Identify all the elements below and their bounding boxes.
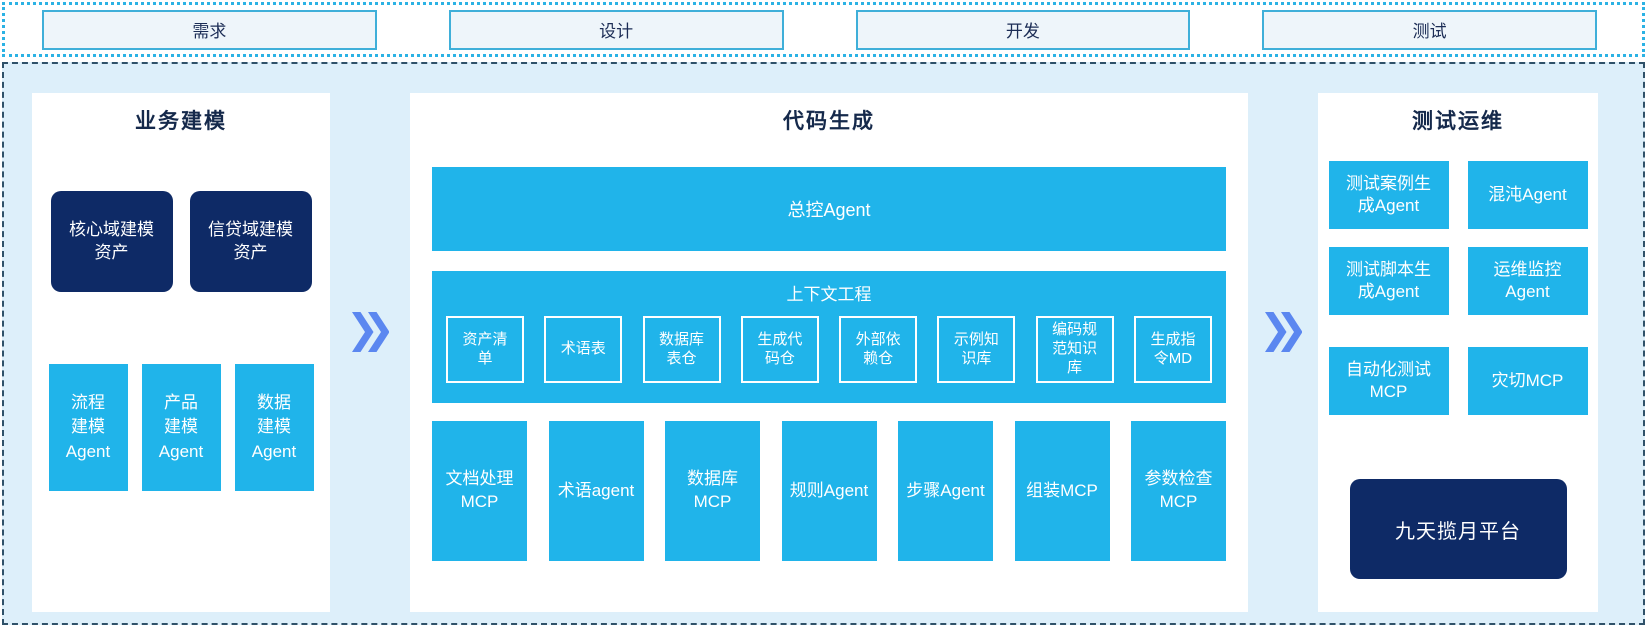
core-domain-modeling-asset-box: 核心域建模 资产 — [50, 191, 173, 292]
modeling-asset-row: 核心域建模 资产 信贷域建模 资产 — [32, 191, 330, 292]
test-script-generation-agent-box: 测试脚本生 成Agent — [1328, 247, 1449, 315]
document-processing-mcp-box: 文档处理 MCP — [432, 421, 527, 561]
ops-monitoring-agent-box: 运维监控 Agent — [1467, 247, 1588, 315]
process-modeling-agent-box: 流程 建模 Agent — [48, 364, 128, 491]
disaster-switch-mcp-box: 灾切MCP — [1467, 347, 1588, 415]
phase-box-testing: 测试 — [1262, 9, 1597, 50]
example-knowledge-base-box: 示例知 识库 — [937, 316, 1016, 383]
modeling-agent-row: 流程 建模 Agent 产品 建模 Agent 数据 建模 Agent — [32, 364, 330, 491]
rule-agent-box: 规则Agent — [781, 421, 877, 561]
panel-title-test-operations: 测试运维 — [1412, 110, 1504, 133]
data-modeling-agent-box: 数据 建模 Agent — [234, 364, 314, 491]
product-modeling-agent-box: 产品 建模 Agent — [141, 364, 221, 491]
generation-instruction-md-box: 生成指 令MD — [1133, 316, 1212, 383]
phase-label: 设计 — [599, 22, 634, 41]
worker-row: 文档处理 MCP 术语agent 数据库 MCP 规则Agent 步骤Agent… — [432, 421, 1226, 561]
glossary-box: 术语表 — [544, 316, 623, 383]
generated-code-repo-box: 生成代 码仓 — [740, 316, 819, 383]
panel-title-business-modeling: 业务建模 — [135, 110, 227, 133]
parameter-check-mcp-box: 参数检查 MCP — [1131, 421, 1226, 561]
phase-strip: 需求 设计 开发 测试 — [2, 2, 1645, 57]
phase-label: 需求 — [192, 22, 227, 41]
flow-gap-1 — [330, 93, 410, 623]
phase-box-requirements: 需求 — [42, 9, 377, 50]
main-container: 业务建模 核心域建模 资产 信贷域建模 资产 流程 建模 Agent 产品 建模… — [2, 62, 1645, 625]
credit-domain-modeling-asset-box: 信贷域建模 资产 — [189, 191, 312, 292]
database-mcp-box: 数据库 MCP — [665, 421, 760, 561]
terminology-agent-box: 术语agent — [548, 421, 644, 561]
testops-row-2: 测试脚本生 成Agent 运维监控 Agent — [1318, 247, 1598, 315]
master-agent-bar: 总控Agent — [432, 167, 1226, 251]
flow-gap-2 — [1248, 93, 1318, 623]
database-table-repo-box: 数据库 表仓 — [642, 316, 721, 383]
panel-title-code-generation: 代码生成 — [783, 110, 875, 133]
double-chevron-right-icon — [351, 311, 390, 353]
context-engineering-title: 上下文工程 — [786, 285, 872, 304]
step-agent-box: 步骤Agent — [898, 421, 993, 561]
phase-label: 开发 — [1005, 22, 1040, 41]
panel-business-modeling: 业务建模 核心域建模 资产 信贷域建模 资产 流程 建模 Agent 产品 建模… — [32, 93, 330, 612]
phase-box-design: 设计 — [448, 9, 784, 50]
automated-testing-mcp-box: 自动化测试 MCP — [1328, 347, 1449, 415]
asset-list-box: 资产清 单 — [446, 316, 524, 383]
chaos-agent-box: 混沌Agent — [1467, 161, 1588, 229]
assembly-mcp-box: 组装MCP — [1014, 421, 1110, 561]
testops-row-1: 测试案例生 成Agent 混沌Agent — [1318, 161, 1598, 229]
phase-box-development: 开发 — [855, 9, 1191, 50]
jiutian-lanyue-platform-box: 九天揽月平台 — [1349, 479, 1567, 579]
coding-standard-knowledge-base-box: 编码规 范知识 库 — [1035, 316, 1114, 383]
external-dependency-repo-box: 外部依 赖仓 — [839, 316, 918, 383]
double-chevron-right-icon — [1264, 311, 1303, 353]
phase-label: 测试 — [1412, 22, 1447, 41]
testops-row-3: 自动化测试 MCP 灾切MCP — [1318, 347, 1598, 415]
context-engineering-bar: 上下文工程 资产清 单 术语表 数据库 表仓 生成代 码仓 外部依 赖仓 示例知… — [432, 271, 1226, 403]
panel-code-generation: 代码生成 总控Agent 上下文工程 资产清 单 术语表 数据库 表仓 生成代 … — [410, 93, 1248, 612]
context-item-row: 资产清 单 术语表 数据库 表仓 生成代 码仓 外部依 赖仓 示例知 识库 编码… — [432, 305, 1226, 383]
panel-test-operations: 测试运维 测试案例生 成Agent 混沌Agent 测试脚本生 成Agent 运… — [1318, 93, 1598, 612]
test-case-generation-agent-box: 测试案例生 成Agent — [1328, 161, 1449, 229]
